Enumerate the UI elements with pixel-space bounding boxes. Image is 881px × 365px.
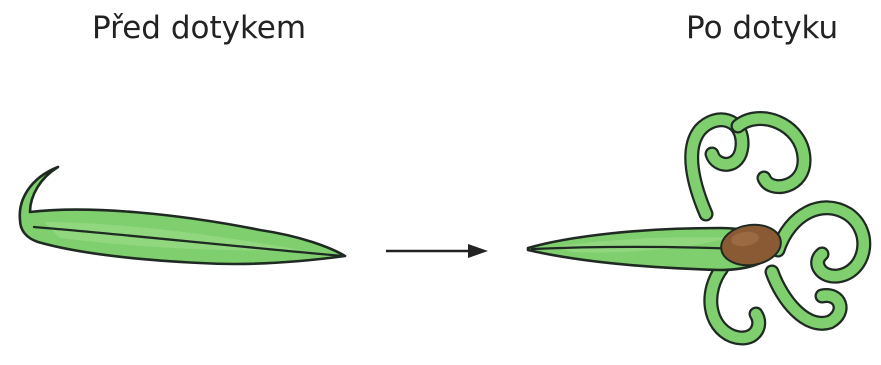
coiled-tendril-icon bbox=[528, 119, 864, 338]
straight-tendril-icon bbox=[20, 167, 345, 264]
arrow-right-icon bbox=[386, 244, 488, 258]
